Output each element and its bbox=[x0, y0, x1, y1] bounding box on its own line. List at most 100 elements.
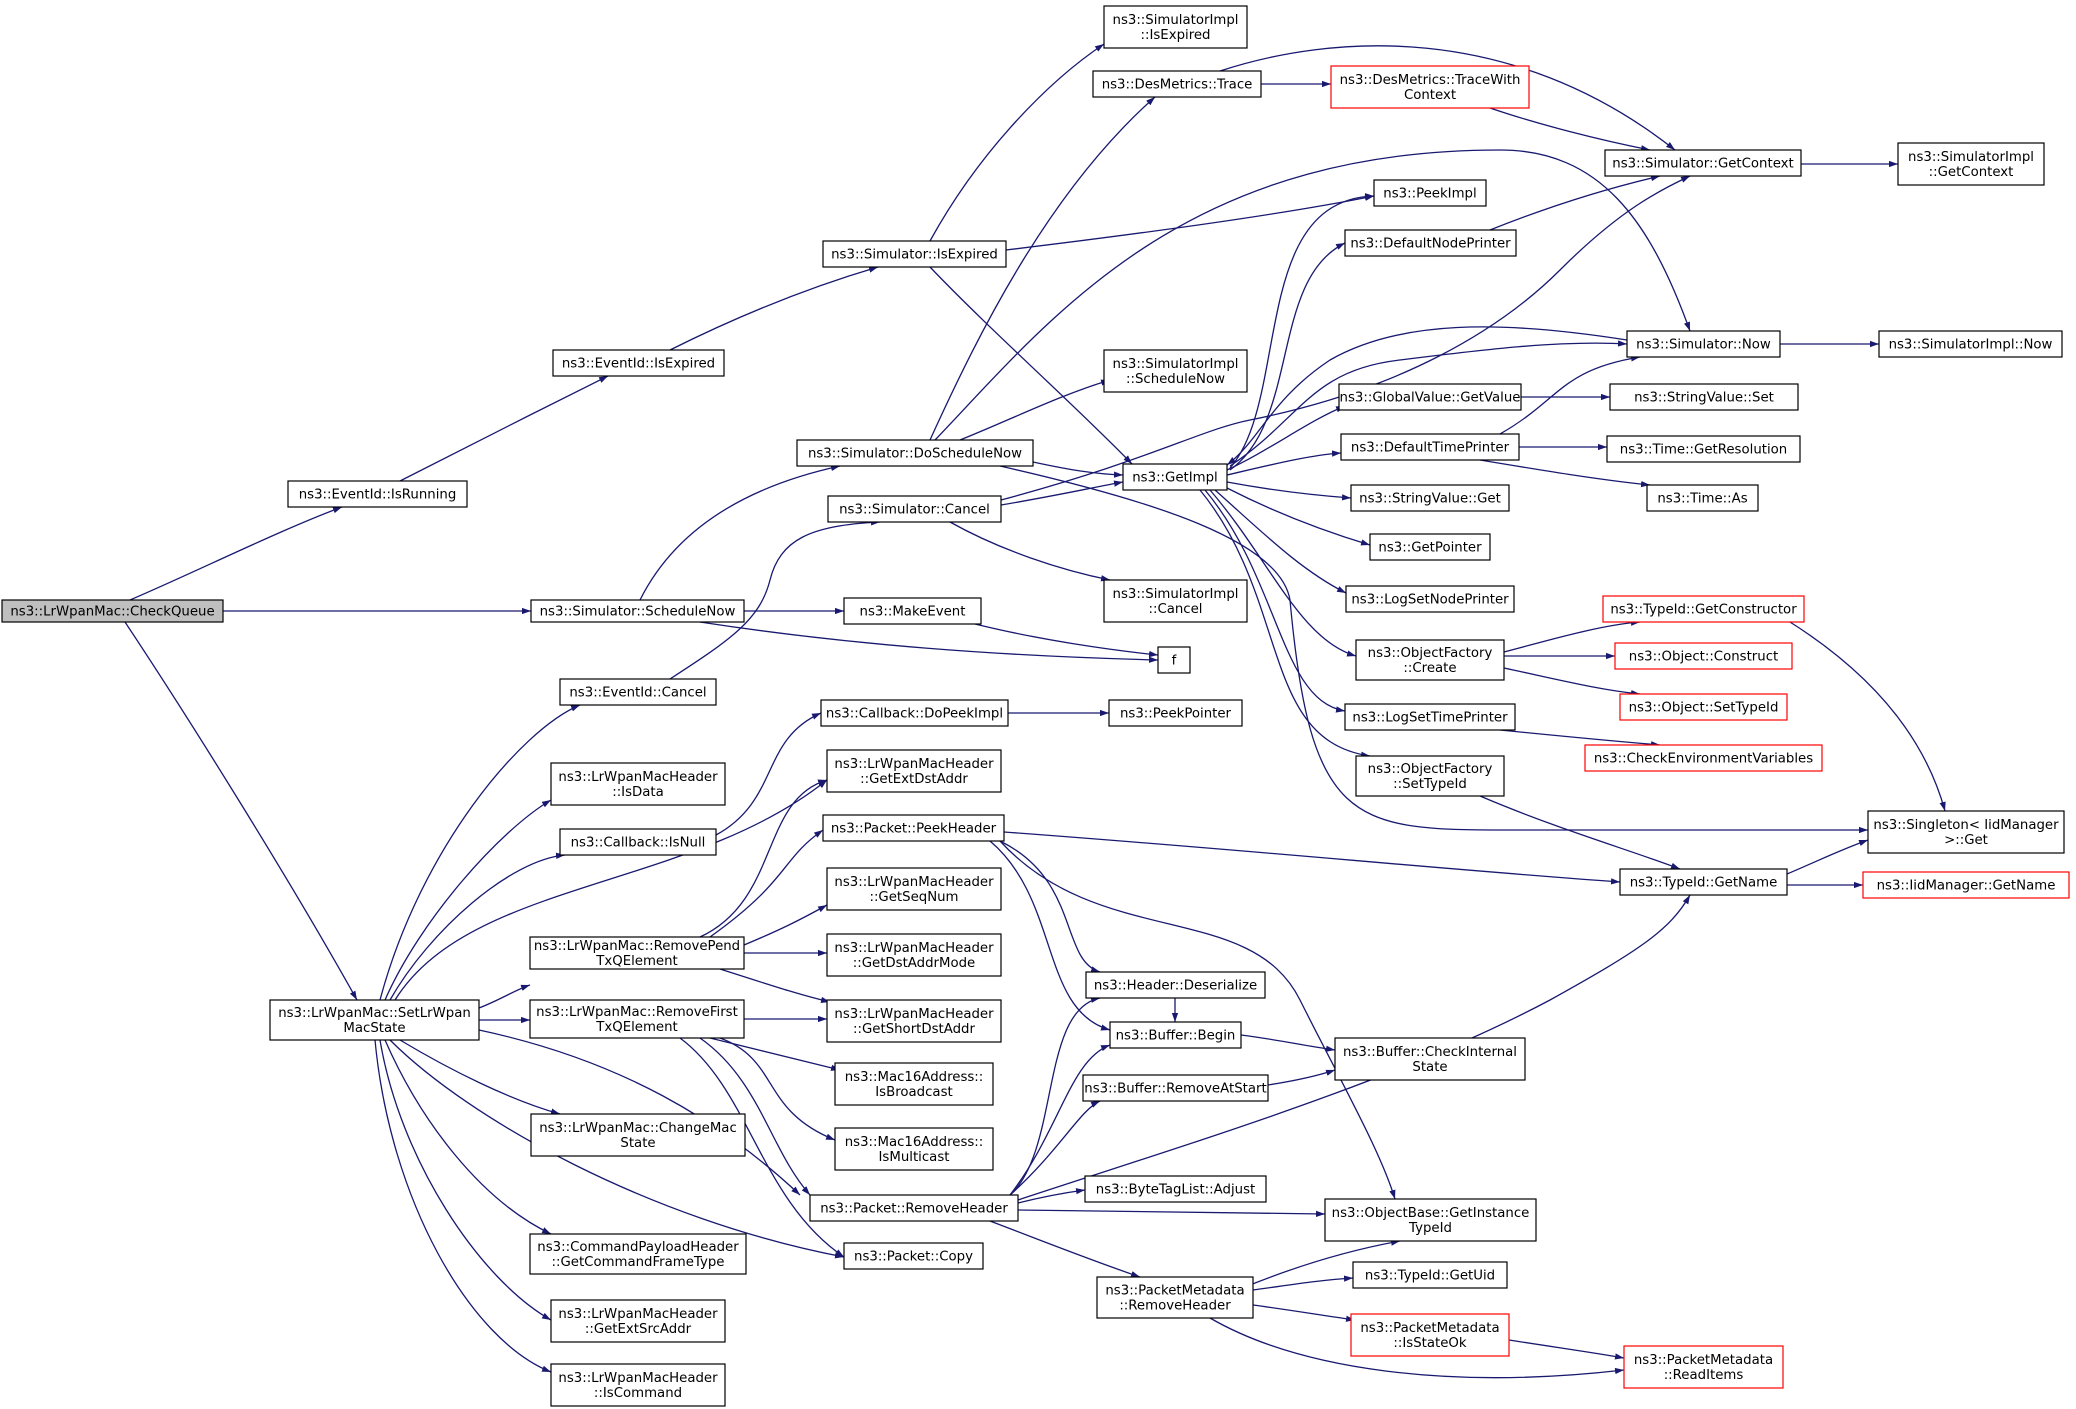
edge-getimpl-to-defaultnodeprinter bbox=[1229, 242, 1346, 471]
node-label-line: ns3::Callback::DoPeekImpl bbox=[826, 707, 1003, 722]
node-label-line: ns3::SimulatorImpl bbox=[1113, 13, 1239, 28]
edge-path bbox=[389, 1039, 845, 1259]
node-mac16_isbroadcast[interactable]: ns3::Mac16Address::IsBroadcast bbox=[834, 1062, 994, 1106]
node-sim_doschedulenow[interactable]: ns3::Simulator::DoScheduleNow bbox=[796, 439, 1034, 467]
edge-sim_isexpired-to-peekimpl bbox=[1005, 194, 1375, 251]
node-pktmeta_isstateok[interactable]: ns3::PacketMetadata::IsStateOk bbox=[1350, 1313, 1510, 1357]
node-box bbox=[834, 1062, 994, 1106]
node-sim_getcontext[interactable]: ns3::Simulator::GetContext bbox=[1604, 149, 1802, 177]
node-defaultnodeprinter[interactable]: ns3::DefaultNodePrinter bbox=[1344, 229, 1517, 257]
node-label-line: ns3::LrWpanMacHeader bbox=[558, 770, 718, 785]
node-label-line: ns3::ObjectFactory bbox=[1368, 646, 1493, 661]
node-defaulttimeprinter[interactable]: ns3::DefaultTimePrinter bbox=[1340, 433, 1520, 461]
node-hdr_getdstaddrmode[interactable]: ns3::LrWpanMacHeader::GetDstAddrMode bbox=[826, 933, 1002, 977]
node-hdr_getextdstaddr[interactable]: ns3::LrWpanMacHeader::GetExtDstAddr bbox=[826, 749, 1002, 793]
node-iidmanager_getname[interactable]: ns3::IidManager::GetName bbox=[1862, 871, 2070, 899]
node-stringvalue_set[interactable]: ns3::StringValue::Set bbox=[1609, 383, 1799, 411]
edge-getimpl-to-objectfactory_create bbox=[1209, 489, 1357, 657]
node-stringvalue_get[interactable]: ns3::StringValue::Get bbox=[1350, 484, 1510, 512]
node-checkenvvars[interactable]: ns3::CheckEnvironmentVariables bbox=[1584, 744, 1823, 772]
node-box bbox=[530, 599, 745, 623]
node-makeevent[interactable]: ns3::MakeEvent bbox=[843, 597, 982, 625]
node-label-line: ns3::DesMetrics::Trace bbox=[1102, 78, 1253, 93]
node-hdr_getseqnum[interactable]: ns3::LrWpanMacHeader::GetSeqNum bbox=[826, 867, 1002, 911]
node-f[interactable]: f bbox=[1157, 646, 1191, 674]
edge-path bbox=[1005, 194, 1375, 251]
node-peekimpl[interactable]: ns3::PeekImpl bbox=[1373, 179, 1487, 207]
node-time_as[interactable]: ns3::Time::As bbox=[1646, 484, 1759, 512]
node-typeid_getconstructor[interactable]: ns3::TypeId::GetConstructor bbox=[1602, 595, 1805, 623]
node-pktmeta_removeheader[interactable]: ns3::PacketMetadata::RemoveHeader bbox=[1096, 1276, 1254, 1319]
edge-pktmeta_removeheader-to-typeid_getuid bbox=[1252, 1275, 1354, 1291]
node-mac16_ismulticast[interactable]: ns3::Mac16Address::IsMulticast bbox=[834, 1127, 994, 1171]
node-eventid_isexpired[interactable]: ns3::EventId::IsExpired bbox=[552, 349, 725, 377]
node-time_getresolution[interactable]: ns3::Time::GetResolution bbox=[1606, 435, 1801, 463]
node-label-line: ::IsData bbox=[612, 785, 664, 800]
node-simimpl_isexpired[interactable]: ns3::SimulatorImpl::IsExpired bbox=[1103, 5, 1248, 49]
edge-path bbox=[999, 465, 1868, 834]
node-bytetaglist_adjust[interactable]: ns3::ByteTagList::Adjust bbox=[1084, 1175, 1267, 1203]
edge-getimpl-to-globalvalue_getvalue bbox=[1226, 405, 1346, 471]
node-typeid_getname[interactable]: ns3::TypeId::GetName bbox=[1619, 868, 1788, 896]
node-checkqueue[interactable]: ns3::LrWpanMac::CheckQueue bbox=[1, 599, 224, 623]
node-label-line: ns3::Buffer::RemoveAtStart bbox=[1084, 1082, 1266, 1097]
node-globalvalue_getvalue[interactable]: ns3::GlobalValue::GetValue bbox=[1338, 383, 1522, 411]
node-isrunning[interactable]: ns3::EventId::IsRunning bbox=[287, 480, 468, 508]
node-box bbox=[530, 1113, 746, 1157]
node-desmetrics_trace[interactable]: ns3::DesMetrics::Trace bbox=[1092, 70, 1262, 98]
node-sim_now[interactable]: ns3::Simulator::Now bbox=[1626, 330, 1781, 358]
node-label-line: ns3::EventId::IsRunning bbox=[299, 488, 457, 503]
node-sim_isexpired[interactable]: ns3::Simulator::IsExpired bbox=[822, 240, 1007, 268]
node-eventid_cancel[interactable]: ns3::EventId::Cancel bbox=[559, 678, 717, 706]
node-label-line: State bbox=[620, 1136, 655, 1151]
node-cmdpayload_getcmdframetype[interactable]: ns3::CommandPayloadHeader::GetCommandFra… bbox=[529, 1233, 747, 1275]
node-label-line: TxQElement bbox=[595, 1020, 678, 1035]
node-packet_peekheader[interactable]: ns3::Packet::PeekHeader bbox=[822, 814, 1005, 842]
node-singleton_get[interactable]: ns3::Singleton< IidManager>::Get bbox=[1867, 810, 2065, 854]
node-simimpl_getcontext[interactable]: ns3::SimulatorImpl::GetContext bbox=[1897, 142, 2045, 186]
node-logsettimeprinter[interactable]: ns3::LogSetTimePrinter bbox=[1344, 703, 1516, 731]
node-typeid_getuid[interactable]: ns3::TypeId::GetUid bbox=[1352, 1261, 1508, 1289]
node-box bbox=[1, 599, 224, 623]
node-pktmeta_readitems[interactable]: ns3::PacketMetadata::ReadItems bbox=[1623, 1345, 1784, 1389]
node-hdr_iscommand[interactable]: ns3::LrWpanMacHeader::IsCommand bbox=[550, 1363, 726, 1407]
node-sim_schedulenow[interactable]: ns3::Simulator::ScheduleNow bbox=[530, 599, 745, 623]
node-box bbox=[1646, 484, 1759, 512]
node-objectfactory_create[interactable]: ns3::ObjectFactory::Create bbox=[1355, 639, 1505, 681]
node-sim_cancel[interactable]: ns3::Simulator::Cancel bbox=[827, 495, 1002, 523]
node-box bbox=[529, 1233, 747, 1275]
node-getpointer[interactable]: ns3::GetPointer bbox=[1369, 533, 1491, 561]
edge-setlrwpanmacstate-to-callback_isnull bbox=[389, 852, 566, 1001]
node-object_construct[interactable]: ns3::Object::Construct bbox=[1614, 642, 1793, 670]
node-hdr_getshortdstaddr[interactable]: ns3::LrWpanMacHeader::GetShortDstAddr bbox=[826, 999, 1002, 1043]
node-simimpl_schedulenow[interactable]: ns3::SimulatorImpl::ScheduleNow bbox=[1103, 349, 1248, 393]
node-objectfactory_settypeid[interactable]: ns3::ObjectFactory::SetTypeId bbox=[1355, 755, 1505, 797]
edge-sim_now-to-getimpl bbox=[1226, 326, 1628, 466]
node-callback_dopeekimpl[interactable]: ns3::Callback::DoPeekImpl bbox=[820, 699, 1009, 727]
node-callback_isnull[interactable]: ns3::Callback::IsNull bbox=[559, 828, 717, 856]
node-simimpl_now[interactable]: ns3::SimulatorImpl::Now bbox=[1878, 330, 2063, 358]
node-packet_removeheader[interactable]: ns3::Packet::RemoveHeader bbox=[809, 1194, 1019, 1222]
node-peekpointer[interactable]: ns3::PeekPointer bbox=[1108, 699, 1243, 727]
node-header_deserialize[interactable]: ns3::Header::Deserialize bbox=[1085, 971, 1266, 999]
edge-getimpl-to-getpointer bbox=[1226, 487, 1371, 546]
node-box bbox=[827, 495, 1002, 523]
edge-path bbox=[719, 1037, 836, 1141]
node-label-line: ::Create bbox=[1403, 661, 1456, 676]
node-buffer_removeatstart[interactable]: ns3::Buffer::RemoveAtStart bbox=[1082, 1074, 1269, 1102]
node-hdr_isdata[interactable]: ns3::LrWpanMacHeader::IsData bbox=[550, 762, 726, 806]
node-packet_copy[interactable]: ns3::Packet::Copy bbox=[843, 1242, 984, 1270]
node-buffer_begin[interactable]: ns3::Buffer::Begin bbox=[1109, 1021, 1242, 1049]
node-getimpl[interactable]: ns3::GetImpl bbox=[1122, 463, 1228, 491]
node-simimpl_cancel[interactable]: ns3::SimulatorImpl::Cancel bbox=[1103, 579, 1248, 623]
node-hdr_getextsrcaddr[interactable]: ns3::LrWpanMacHeader::GetExtSrcAddr bbox=[550, 1299, 726, 1343]
node-logsetnodeprinter[interactable]: ns3::LogSetNodePrinter bbox=[1345, 585, 1515, 613]
node-object_settypeid[interactable]: ns3::Object::SetTypeId bbox=[1619, 693, 1788, 721]
